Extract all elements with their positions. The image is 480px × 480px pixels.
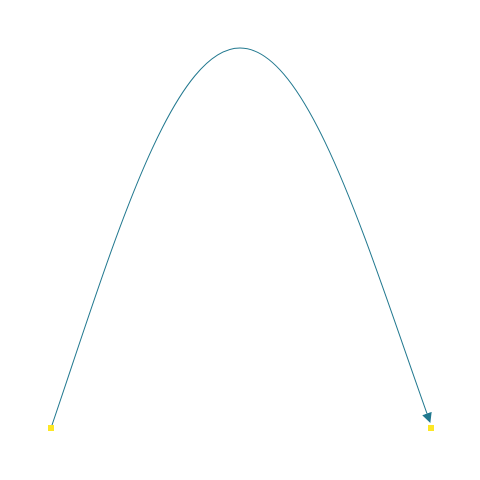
node-target[interactable] [428,425,434,431]
node-source[interactable] [48,425,54,431]
directed-edge [50,47,432,429]
